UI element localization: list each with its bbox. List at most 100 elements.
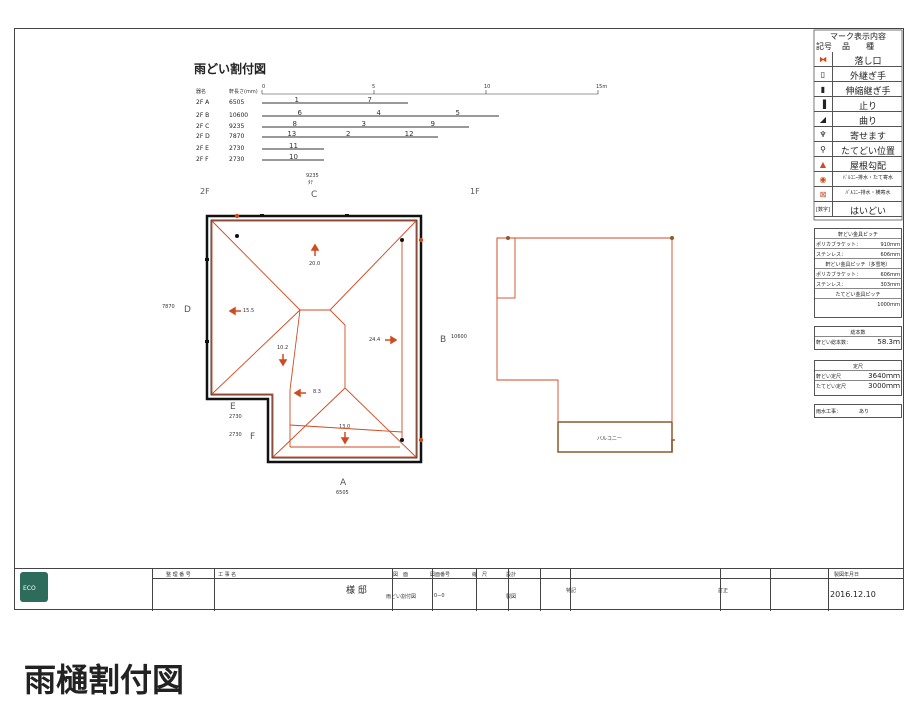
ridge-line [329,309,346,326]
spec-value: あり [859,409,870,415]
legend-item: ⚲たてどい位置 [814,142,902,157]
downspout-position-icon: ⚲ [814,142,833,156]
tb-design-label: 設計 [506,572,517,578]
tb-reg-no [152,569,214,611]
length-segment-label: 2 [346,130,351,138]
valley-line [289,309,301,391]
dim-f: 2730 [229,432,242,438]
downspout-marker [670,236,674,240]
legend-item: ▮ 伸縮継ぎ手 [814,82,902,97]
spec-label: ポリカブラケット： [816,272,862,278]
tb-date-value: 2016.12.10 [830,590,876,599]
tb-design [508,569,540,611]
legend-item-label: 外継ぎ手 [849,72,886,82]
legend-item-label: 伸縮継ぎ手 [845,87,891,97]
spec-value: 58.3ｍ [877,338,900,346]
legend-item: ⧓落し口 [814,52,902,67]
legend-item: ▯ 外継ぎ手 [814,67,902,82]
hip-line [211,220,301,311]
spec-label: ステンレス： [816,252,847,258]
title-block [14,568,904,611]
extra-box: 雨水工事：あり [814,404,902,418]
balcony [557,421,675,453]
tb-revision-label: 訂正 [718,588,729,594]
tb-special [570,569,720,611]
length-segment-label: 10 [289,153,298,161]
length-segment-label: 11 [289,142,298,150]
spec-title: 総本数 [850,330,866,336]
length-row-value: 6505 [229,99,245,106]
length-segment-label: 9 [430,120,435,128]
slope-arrows [228,243,398,445]
tb-drafting-label: 製図 [506,594,517,600]
legend-item: ♆寄せます [814,127,902,142]
tb-drawing-no-label: 図面番号 [430,572,451,578]
tb-drawing-no [432,569,476,611]
tb-drawing-no-value: 0−0 [434,593,445,599]
scale-tick-15: 15m [596,84,608,90]
length-row-name: 2F A [196,99,210,106]
dim-c-sub: ﾀﾃ [308,180,314,186]
view-1f-label: 1F [470,187,480,196]
spec-value: 606ｍｍ [880,252,900,258]
slope-label: 8.3 [313,389,321,395]
legend-item-label: 止り [858,102,877,112]
tb-drawing-value: 雨どい割付図 [386,594,417,600]
length-segment-label: 4 [376,109,381,117]
side-label-b: B [440,335,447,345]
spec-value: 3000ｍｍ [868,382,900,390]
company-logo [20,572,48,602]
roof-2f-outline [205,214,423,464]
slope-label: 20.0 [309,261,321,267]
bay-window [496,237,516,299]
end-cap-icon: ▐ [814,97,833,111]
spec-label: 軒どい総本数： [816,340,852,346]
joint-icon: ▯ [814,67,833,81]
legend-item-label: 寄せます [849,132,886,142]
downspout-markers [234,213,424,443]
length-row-value: 9235 [229,123,245,130]
length-header-name: 器名 [196,89,207,95]
tb-date [828,569,904,611]
length-segment-label: 7 [367,96,372,104]
outlet-icon: ⧓ [814,52,833,66]
tb-blank [540,569,570,611]
hip-line [272,387,346,458]
length-row-value: 2730 [229,145,245,152]
length-segment-label: 6 [297,109,302,117]
legend-item-label: 屋根勾配 [849,162,886,172]
spec-value: 303ｍｍ [880,282,900,288]
dim-d: 7870 [162,304,175,310]
legend-item-label: 曲り [858,117,877,127]
side-label-c: C [311,190,318,200]
expansion-joint-icon: ▮ [814,82,833,96]
roof-ridges [211,220,417,458]
downspout-marker [506,236,510,240]
slope-label: 15.5 [243,308,255,314]
legend-item: ⊠ﾊﾞﾙｺﾆｰ排水・横寄水 [814,187,902,202]
length-bars [261,90,599,161]
dim-a: 6505 [336,490,349,496]
tb-owner: 様 邸 [346,586,367,596]
legend-col-item: 品 種 [842,42,874,51]
corner-icon: ◢ [814,112,833,126]
spec-title: たてどい金具ピッチ [835,292,881,298]
drawing-sheet [14,28,904,610]
spec-title: 軒どい金具ピッチ（多雪地） [825,262,891,268]
length-row-value: 10600 [229,112,249,119]
spec-value: 1000ｍｍ [877,302,900,308]
balcony-label: バルコニー [597,436,622,442]
spec-label: ステンレス： [816,282,847,288]
length-segment-label: 3 [361,120,366,128]
legend-item-label: はいどい [849,207,886,217]
balcony-drain-box-icon: ⊠ [814,187,833,201]
spec-value: 910ｍｍ [880,242,900,248]
side-label-a: A [340,478,347,488]
drawing-title: 雨どい割付図 [194,62,267,76]
tb-date-label: 製図年月日 [834,572,860,578]
legend-item: ▲屋根勾配 [814,157,902,172]
gutter-markers [205,214,404,442]
scale-tick-5: 5 [372,84,376,90]
